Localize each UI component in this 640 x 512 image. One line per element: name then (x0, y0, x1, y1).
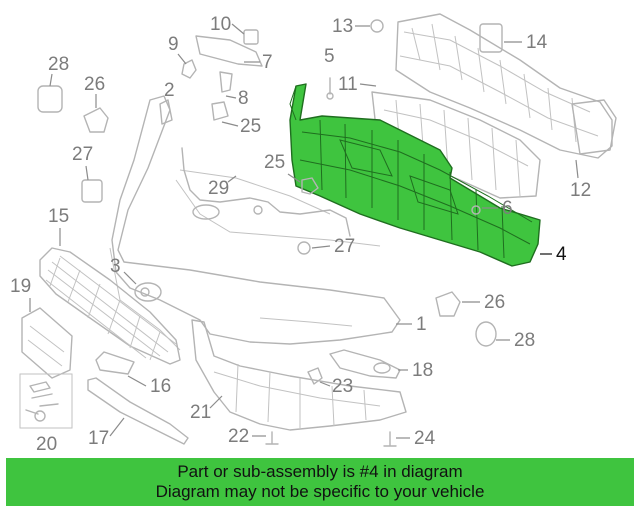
callout-28b: 28 (514, 330, 535, 351)
fog-trim (329, 349, 401, 379)
callout-27a: 27 (72, 144, 93, 165)
highlighted-part-4 (289, 83, 541, 267)
callout-18: 18 (412, 360, 433, 381)
callout-29: 29 (208, 178, 229, 199)
callout-23: 23 (332, 376, 353, 397)
impact-bar (395, 13, 617, 159)
lower-trim (87, 351, 189, 445)
callout-25b: 25 (264, 152, 285, 173)
hardware-box (19, 373, 73, 429)
banner-line-1: Part or sub-assembly is #4 in diagram (177, 462, 463, 481)
callout-9: 9 (168, 34, 179, 55)
callout-14: 14 (526, 32, 548, 53)
callout-6: 6 (502, 198, 513, 219)
grille (39, 247, 181, 365)
callout-27b: 27 (334, 236, 355, 257)
callout-26b: 26 (484, 292, 505, 313)
callout-4: 4 (556, 244, 567, 265)
small-parts (37, 19, 503, 447)
callout-17: 17 (88, 428, 109, 449)
callout-8: 8 (238, 88, 249, 109)
callout-21: 21 (190, 402, 211, 423)
callout-10: 10 (210, 14, 231, 35)
callout-24: 24 (414, 428, 436, 449)
callouts: 10 13 14 9 7 5 28 26 11 8 2 25 27 25 29 … (10, 14, 591, 455)
callout-22: 22 (228, 426, 249, 447)
banner-line-2: Diagram may not be specific to your vehi… (155, 482, 485, 501)
callout-19: 19 (10, 276, 31, 297)
license-bracket (21, 307, 73, 379)
callout-3: 3 (110, 256, 121, 277)
info-banner: Part or sub-assembly is #4 in diagram Di… (6, 458, 634, 506)
callout-25a: 25 (240, 116, 261, 137)
callout-12: 12 (570, 180, 591, 201)
callout-7: 7 (262, 52, 273, 73)
callout-13: 13 (332, 16, 353, 37)
callout-15: 15 (48, 206, 69, 227)
parts-diagram: 10 13 14 9 7 5 28 26 11 8 2 25 27 25 29 … (10, 13, 617, 455)
callout-16: 16 (150, 376, 171, 397)
callout-5: 5 (324, 46, 335, 67)
callout-11: 11 (338, 74, 358, 95)
lower-shield (191, 319, 407, 431)
callout-1: 1 (416, 314, 427, 335)
callout-2: 2 (164, 80, 175, 101)
callout-26a: 26 (84, 74, 105, 95)
callout-28a: 28 (48, 54, 69, 75)
callout-20: 20 (36, 434, 57, 455)
bumper-cover (109, 95, 401, 351)
